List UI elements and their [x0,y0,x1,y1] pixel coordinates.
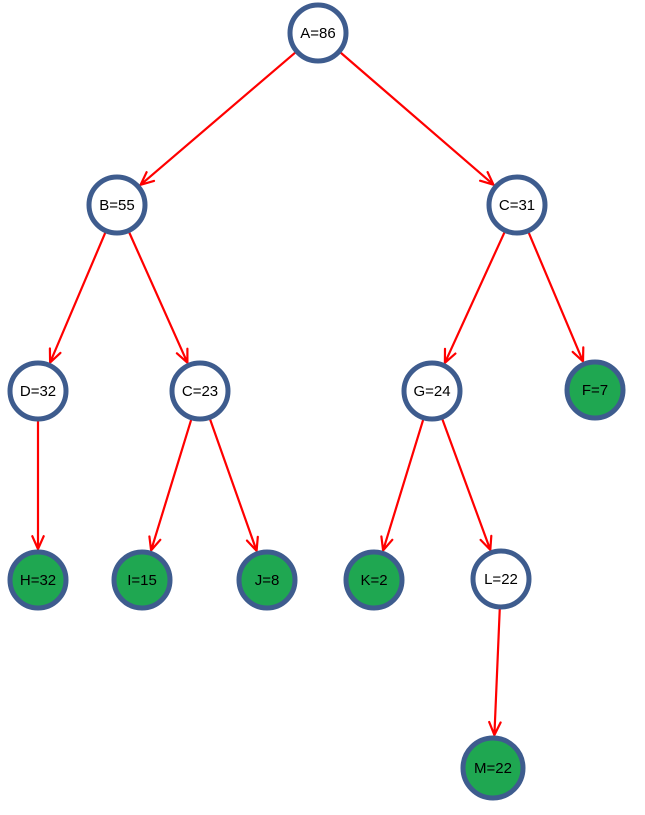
node-label-C1: C=31 [499,197,535,214]
tree-edge-A-B [138,50,298,187]
node-label-H: H=32 [20,572,56,589]
tree-node-C1[interactable]: C=31 [486,174,548,236]
tree-edge-C1-G [443,230,506,366]
node-circle-L[interactable] [470,548,532,610]
tree-edge-C2-J [208,417,259,554]
node-circle-M[interactable] [460,735,526,801]
node-circle-D[interactable] [7,360,69,422]
node-label-J: J=8 [255,572,280,589]
node-circle-B[interactable] [86,174,148,236]
tree-node-K[interactable]: K=2 [343,549,405,611]
tree-edge-L-M [488,606,502,738]
tree-node-D[interactable]: D=32 [7,360,69,422]
node-circle-J[interactable] [236,549,298,611]
tree-node-H[interactable]: H=32 [7,549,69,611]
node-circle-C2[interactable] [169,360,231,422]
tree-edge-C1-F [527,230,585,364]
node-label-M: M=22 [474,760,512,777]
node-circle-C1[interactable] [486,174,548,236]
tree-node-L[interactable]: L=22 [470,548,532,610]
tree-edge-B-D [48,230,107,365]
node-label-B: B=55 [99,197,134,214]
tree-edge-D-H [31,418,45,552]
node-circle-I[interactable] [111,549,173,611]
tree-edge-B-C2 [127,230,189,366]
tree-node-C2[interactable]: C=23 [169,360,231,422]
tree-edge-C2-I [148,417,193,553]
node-label-D: D=32 [20,383,56,400]
tree-node-B[interactable]: B=55 [86,174,148,236]
node-circle-H[interactable] [7,549,69,611]
tree-edge-A-C1 [338,50,496,187]
tree-node-J[interactable]: J=8 [236,549,298,611]
node-circle-K[interactable] [343,549,405,611]
tree-node-A[interactable]: A=86 [287,2,349,64]
node-label-C2: C=23 [182,383,218,400]
node-circle-G[interactable] [401,360,463,422]
node-circle-A[interactable] [287,2,349,64]
node-label-L: L=22 [484,571,518,588]
node-label-G: G=24 [413,383,450,400]
tree-node-F[interactable]: F=7 [564,359,626,421]
node-label-A: A=86 [300,25,335,42]
node-label-K: K=2 [360,572,387,589]
tree-node-I[interactable]: I=15 [111,549,173,611]
tree-edge-G-L [440,417,493,553]
node-label-I: I=15 [127,572,157,589]
node-label-F: F=7 [582,382,608,399]
node-circle-F[interactable] [564,359,626,421]
tree-node-M[interactable]: M=22 [460,735,526,801]
tree-node-G[interactable]: G=24 [401,360,463,422]
tree-edge-G-K [380,417,425,553]
